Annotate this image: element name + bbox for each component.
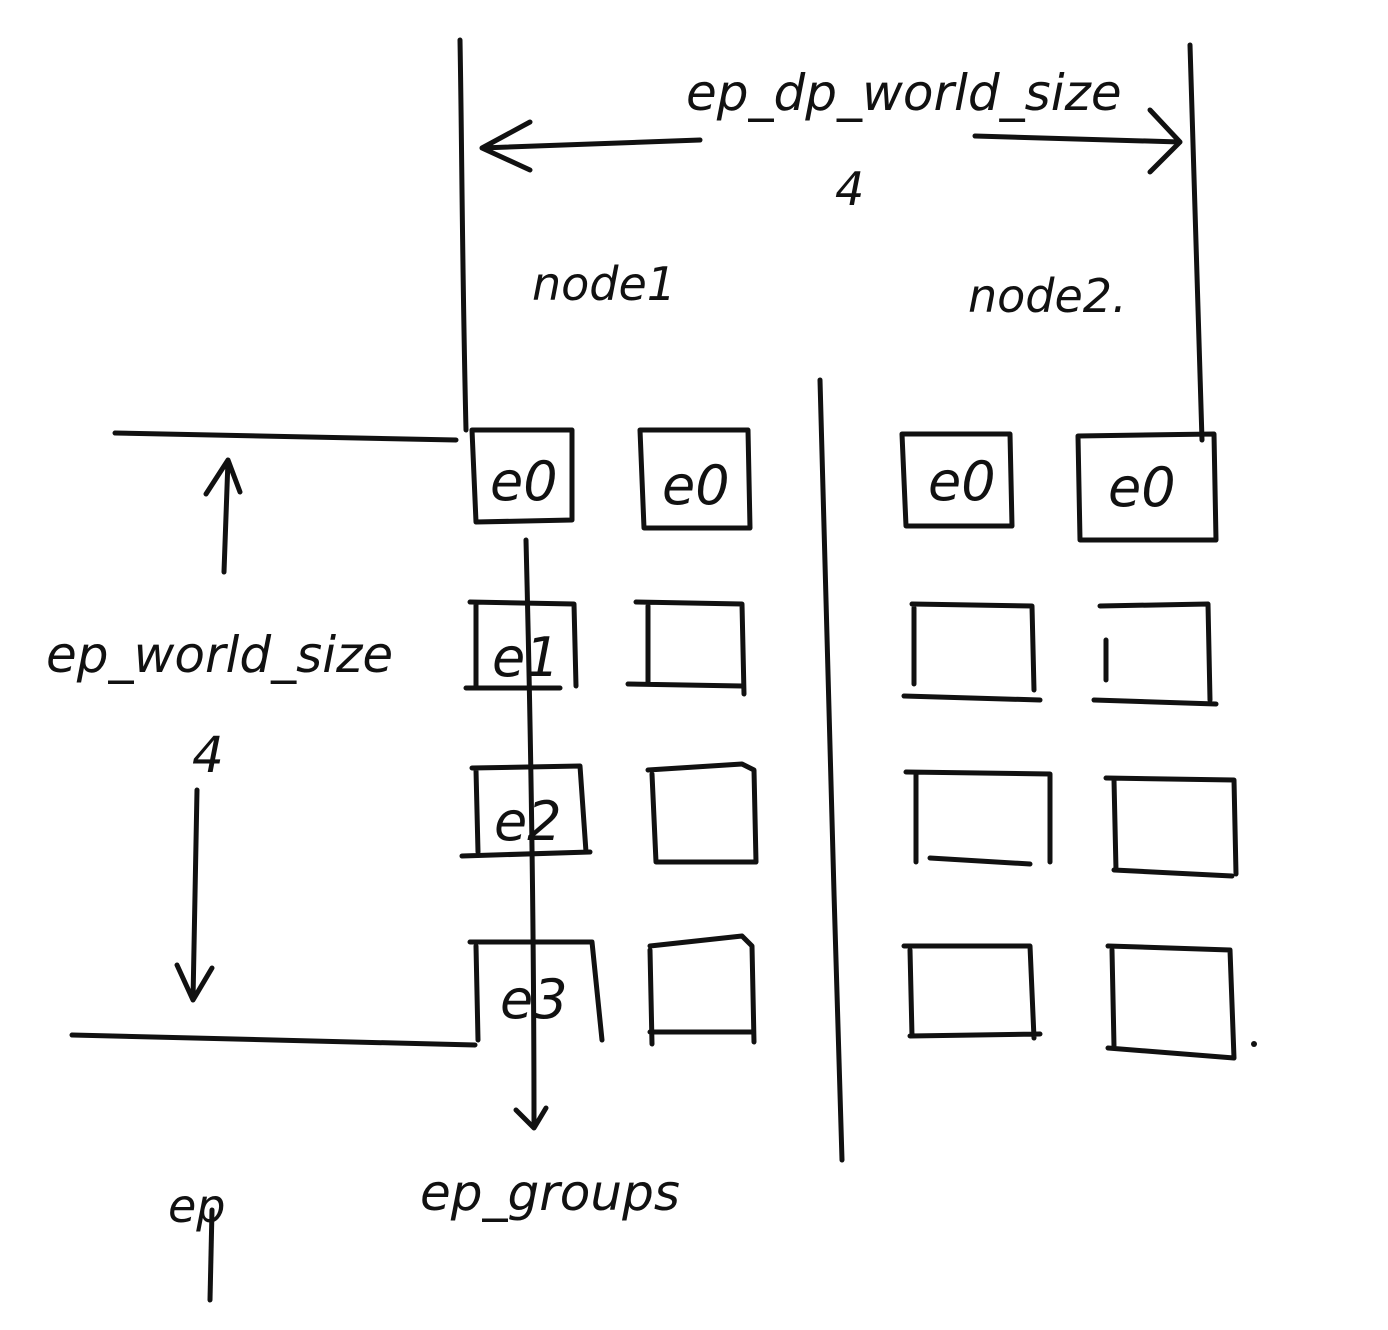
left-arrow — [479, 119, 703, 173]
ep-groups-arrow — [513, 537, 549, 1131]
left-dimension: ep_world_size 4 — [46, 430, 478, 1048]
trailing-dot — [1251, 1041, 1257, 1047]
expert-cell: e0 — [899, 431, 1015, 529]
empty-cell — [901, 601, 1043, 703]
node1-column2: e0 — [625, 427, 759, 1047]
empty-cell — [903, 769, 1053, 867]
ep-dp-world-size-label: ep_dp_world_size — [686, 64, 1122, 122]
down-arrow — [174, 787, 215, 1003]
up-arrow — [203, 457, 243, 575]
empty-cell — [901, 943, 1043, 1041]
ep-world-size-value: 4 — [192, 726, 224, 784]
expert-cell: e0 — [637, 427, 753, 531]
expert-cell: e0 — [469, 427, 575, 525]
expert-cell: e2 — [459, 763, 593, 859]
node2-column1: e0 — [899, 431, 1053, 1041]
ep-stem-line — [207, 1207, 215, 1303]
empty-cell — [1105, 943, 1237, 1061]
right-boundary-line — [1187, 42, 1205, 443]
left-boundary-line — [457, 37, 469, 433]
ep-groups-label: ep_groups — [420, 1164, 680, 1222]
empty-cell — [1103, 775, 1239, 879]
right-arrow — [972, 107, 1183, 175]
node1-label: node1 — [532, 257, 676, 311]
node2-label: node2. — [968, 269, 1127, 323]
empty-cell — [645, 761, 759, 865]
ep-dp-world-size-value: 4 — [835, 162, 864, 216]
top-guide-line — [112, 430, 459, 443]
empty-cell — [625, 599, 747, 697]
expert-cell-label: e0 — [1108, 456, 1176, 519]
node2-column2: e0 — [1075, 431, 1257, 1061]
bottom-guide-line — [69, 1032, 478, 1048]
top-dimension: ep_dp_world_size 4 — [457, 37, 1205, 443]
expert-cell-label: e0 — [662, 454, 730, 517]
empty-cell — [647, 933, 757, 1047]
expert-cell-label: e0 — [928, 450, 996, 513]
ep-world-size-label: ep_world_size — [46, 626, 393, 684]
expert-cell: e1 — [463, 599, 579, 691]
expert-cell-label: e0 — [490, 450, 558, 513]
expert-cell-label: e2 — [494, 790, 562, 853]
ep-label: ep — [168, 1179, 226, 1233]
node-separator-line — [817, 377, 845, 1163]
empty-cell — [1091, 601, 1219, 707]
expert-cell: e0 — [1075, 431, 1219, 543]
